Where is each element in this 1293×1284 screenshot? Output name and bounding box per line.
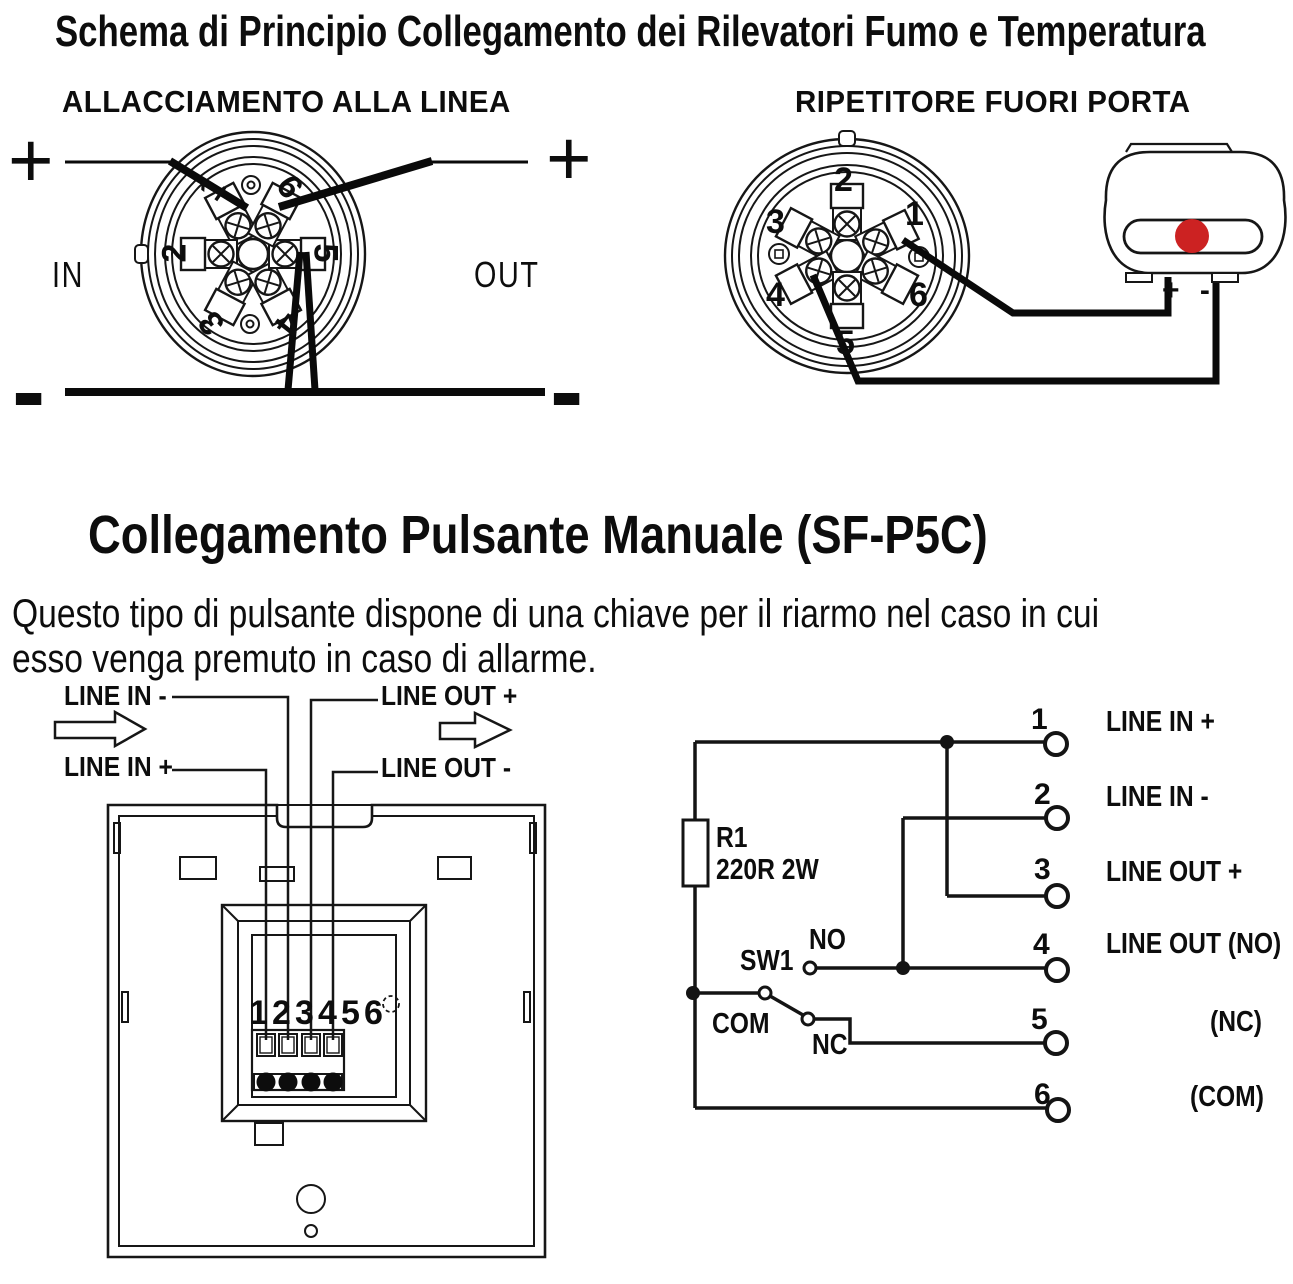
schematic-terminal-label-3: LINE OUT + <box>1106 856 1243 888</box>
polarity-plus-in: + <box>8 116 54 204</box>
schematic-terminal-num-4: 4 <box>1033 928 1050 961</box>
arrow-in-icon <box>53 709 148 749</box>
call-point-terminal-6: 6 <box>364 994 383 1032</box>
repeater-device <box>1103 142 1287 283</box>
schematic-terminal-label-2: LINE IN - <box>1106 781 1209 813</box>
left-detector-base <box>134 130 367 378</box>
resistor-ref-label: R1 <box>716 822 748 854</box>
line-out-minus-label: LINE OUT - <box>381 752 512 783</box>
call-point-description-line2: esso venga premuto in caso di allarme. <box>12 637 597 681</box>
schematic-terminal-num-2: 2 <box>1034 778 1051 811</box>
call-point-terminal-1: 1 <box>249 994 268 1032</box>
left-base-terminal-2: 2 <box>155 243 194 263</box>
schematic-terminal-num-6: 6 <box>1034 1078 1051 1111</box>
call-point-description-line1: Questo tipo di pulsante dispone di una c… <box>12 592 1100 636</box>
repeater-polarity-label: + - <box>1162 274 1216 307</box>
schematic-terminal-num-3: 3 <box>1034 853 1051 886</box>
schematic-terminal-circles <box>1043 731 1071 1123</box>
flow-arrows <box>53 709 513 749</box>
line-out-plus-label: LINE OUT + <box>381 680 518 711</box>
right-base-terminal-6: 6 <box>909 276 928 314</box>
call-point-terminal-2: 2 <box>272 994 291 1032</box>
right-base-terminal-4: 4 <box>766 276 785 314</box>
section-heading-line-connection: ALLACCIAMENTO ALLA LINEA <box>62 84 511 119</box>
polarity-minus-out: - <box>550 335 584 447</box>
call-point-terminal-4: 4 <box>318 994 337 1032</box>
schematic-terminal-label-1: LINE IN + <box>1106 706 1215 738</box>
arrow-out-icon <box>438 711 513 749</box>
schematic-terminal-num-5: 5 <box>1031 1003 1048 1036</box>
right-base-terminal-3: 3 <box>766 203 785 241</box>
right-base-terminal-1: 1 <box>905 195 924 233</box>
switch-nc-contact <box>800 1011 816 1027</box>
alarm-led <box>1175 219 1209 253</box>
line-in-plus-label: LINE IN + <box>64 751 173 782</box>
schematic-terminal-label-6: (COM) <box>1190 1081 1264 1113</box>
call-point-terminal-5: 5 <box>341 994 360 1032</box>
section-heading-repeater: RIPETITORE FUORI PORTA <box>795 84 1191 119</box>
left-diagram-wires <box>65 157 545 396</box>
resistor-value-label: 220R 2W <box>716 854 819 886</box>
schematic-terminal-label-4: LINE OUT (NO) <box>1106 928 1282 960</box>
no-contact-label: NO <box>809 924 846 956</box>
schematic-terminal-label-5: (NC) <box>1210 1006 1263 1038</box>
switch-ref-label: SW1 <box>740 945 794 977</box>
com-contact-label: COM <box>712 1008 770 1040</box>
left-base-terminal-5: 5 <box>306 243 345 263</box>
switch-lever <box>769 994 804 1017</box>
switch-com-pivot <box>757 985 773 1001</box>
right-base-terminal-5: 5 <box>836 324 855 362</box>
schematic-terminal-num-1: 1 <box>1031 703 1048 736</box>
call-point-terminal-3: 3 <box>295 994 314 1032</box>
call-point-wires <box>172 695 378 1040</box>
out-label: OUT <box>474 254 540 295</box>
call-point-heading: Collegamento Pulsante Manuale (SF-P5C) <box>88 505 988 565</box>
right-base-terminal-2: 2 <box>834 161 853 199</box>
page-title: Schema di Principio Collegamento dei Ril… <box>55 7 1206 56</box>
resistor-r1 <box>681 818 710 888</box>
polarity-minus-in: - <box>12 335 46 447</box>
in-label: IN <box>52 254 84 295</box>
polarity-plus-out: + <box>546 114 592 202</box>
switch-no-contact <box>802 960 818 976</box>
circuit-schematic <box>681 731 1071 1123</box>
nc-contact-label: NC <box>812 1029 848 1061</box>
right-diagram-wires <box>809 237 1220 385</box>
line-in-minus-label: LINE IN - <box>64 680 167 711</box>
